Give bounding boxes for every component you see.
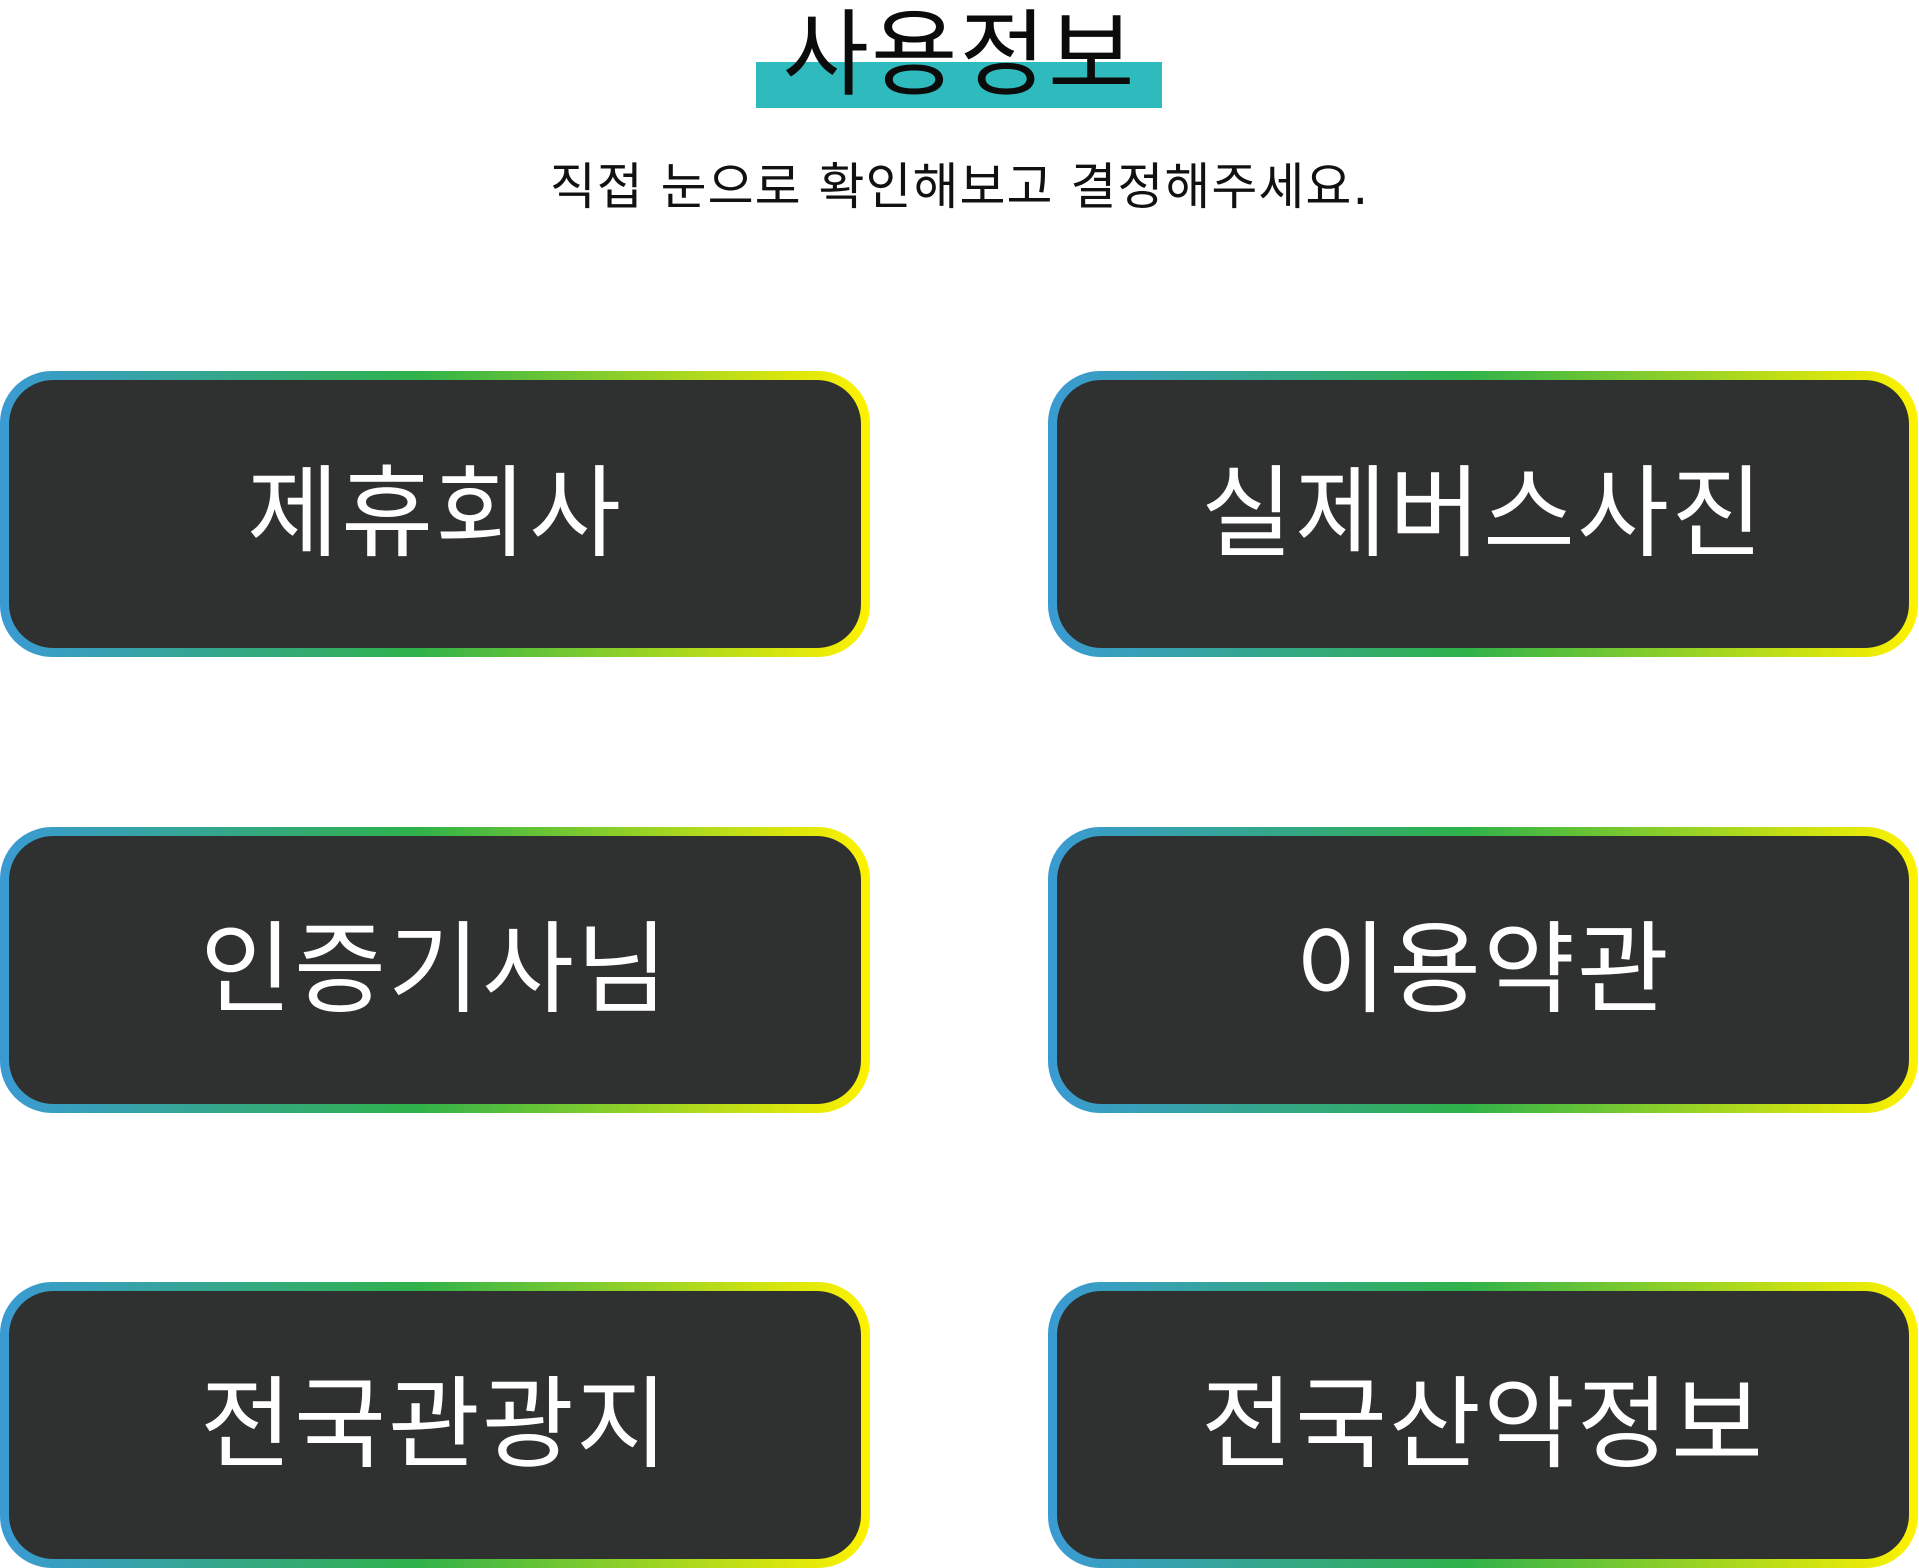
title-block: 사용정보 <box>0 0 1919 115</box>
terms-of-use-button[interactable]: 이용약관 <box>1048 827 1918 1113</box>
card-body: 전국관광지 <box>9 1291 861 1559</box>
partner-companies-button[interactable]: 제휴회사 <box>0 371 870 657</box>
page-header: 사용정보 직접 눈으로 확인해보고 결정해주세요. <box>0 0 1919 240</box>
card-label: 인증기사님 <box>200 911 670 1028</box>
card-body: 전국산악정보 <box>1057 1291 1909 1559</box>
card-label: 제휴회사 <box>247 455 623 572</box>
card-body: 실제버스사진 <box>1057 380 1909 648</box>
card-label: 전국산악정보 <box>1201 1366 1765 1483</box>
page-title: 사용정보 <box>782 1 1137 110</box>
card-body: 이용약관 <box>1057 836 1909 1104</box>
card-label: 전국관광지 <box>200 1366 670 1483</box>
card-label: 이용약관 <box>1295 911 1671 1028</box>
card-label: 실제버스사진 <box>1201 455 1765 572</box>
certified-drivers-button[interactable]: 인증기사님 <box>0 827 870 1113</box>
title-highlight-bar <box>756 62 1162 108</box>
national-tourist-spots-button[interactable]: 전국관광지 <box>0 1282 870 1568</box>
card-body: 제휴회사 <box>9 380 861 648</box>
national-mountain-info-button[interactable]: 전국산악정보 <box>1048 1282 1918 1568</box>
card-body: 인증기사님 <box>9 836 861 1104</box>
page-subtitle: 직접 눈으로 확인해보고 결정해주세요. <box>549 158 1370 216</box>
real-bus-photos-button[interactable]: 실제버스사진 <box>1048 371 1918 657</box>
